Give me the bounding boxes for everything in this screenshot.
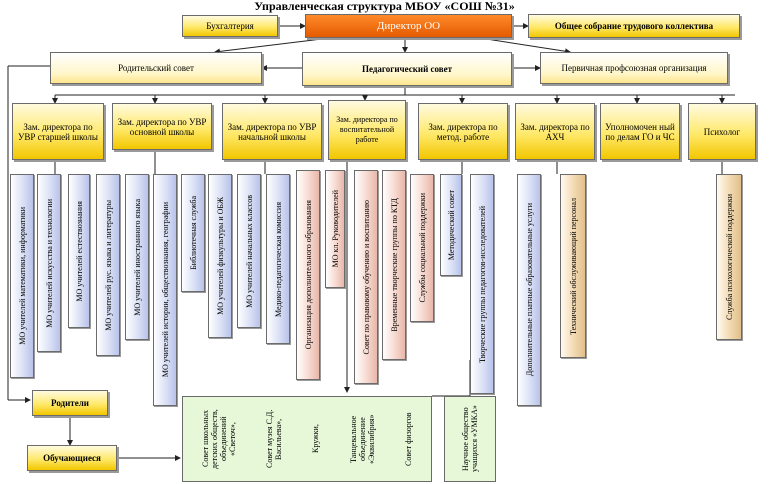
research-groups: Творческие группы педагогов-исследовател… <box>470 174 494 394</box>
med-ped-commission: Медико-педагогическая комиссия <box>266 174 290 344</box>
student-body-0: Совет школьных детских обществ, объедине… <box>201 409 238 469</box>
mo-foreign: МО учителей иностранного языка <box>125 174 149 340</box>
student-body-2: Кружки, <box>311 424 321 454</box>
mo-pe: МО учителей физкультуры и ОБЖ <box>208 174 232 338</box>
social-support: Службы социальной поддержки <box>410 174 434 322</box>
student-bodies-box: Совет школьных детских обществ, объедине… <box>182 396 432 482</box>
tech-staff: Технический обслуживающий персонал <box>560 174 586 358</box>
accounting-box: Бухгалтерия <box>182 15 278 37</box>
library: Библиотечная служба <box>181 174 205 292</box>
mo-primary: МО учителей начальных классов <box>237 174 261 328</box>
mo-science: МО учителей естествознания <box>68 174 90 328</box>
student-body-4: Совет физоргов <box>403 412 413 466</box>
union-box: Первичная профсоюзная организация <box>540 52 728 84</box>
mo-class-heads: МО кл. Руководителей <box>325 170 345 288</box>
psychologist-box: Психолог <box>688 103 756 160</box>
deputy-method-box: Зам. директора по метод. работе <box>418 103 508 160</box>
mo-russian: МО учителей рус. языка и литературы <box>96 174 120 356</box>
legal-council: Совет по правовому обучению и воспитанию <box>354 170 378 384</box>
page-title: Управленческая структура МБОУ «СОШ №31» <box>254 0 515 13</box>
general-meeting-box: Общее собрание трудового коллектива <box>528 14 740 38</box>
deputy-ahch-box: Зам. директора по АХЧ <box>515 103 595 160</box>
deputy-primary-box: Зам. директора по УВР начальной школы <box>222 103 322 160</box>
director-box: Директор ОО <box>305 14 512 38</box>
student-body-3: Танцевальное объединение «Эквилибрия» <box>348 414 376 464</box>
mo-history: МО учителей истории, обществознания, гео… <box>153 174 177 406</box>
mo-art: МО учителей искусства и технологии <box>37 174 61 352</box>
deputy-senior-box: Зам. директора по УВР старшей школы <box>12 103 104 160</box>
deputy-main-box: Зам. директора по УВР основной школы <box>112 103 212 150</box>
method-council: Методический совет <box>440 174 462 276</box>
mo-math: МО учителей математики, информатики <box>10 174 34 378</box>
civil-defense-box: Уполномочен ный по делам ГО и ЧС <box>600 103 680 160</box>
psych-support: Служба психологической поддержки <box>716 174 742 340</box>
deputy-upbringing-box: Зам. директора по воспитательной работе <box>328 100 406 160</box>
extra-education: Организация дополнительного образования <box>296 170 320 380</box>
parents-box: Родители <box>32 390 108 416</box>
paid-services: Дополнительные платные образовательные у… <box>517 174 541 406</box>
parents-council-box: Родительский совет <box>50 52 262 84</box>
students-box: Обучающиеся <box>27 445 117 471</box>
student-body-1: Совет музея С.Д. Васильева», <box>265 409 284 469</box>
science-society-box: Научное общество учащихся «УМКА» <box>444 396 496 482</box>
creative-groups-ktd: Временные творческие группы по КТД <box>382 170 406 360</box>
pedagogical-council-box: Педагогический совет <box>302 52 512 86</box>
